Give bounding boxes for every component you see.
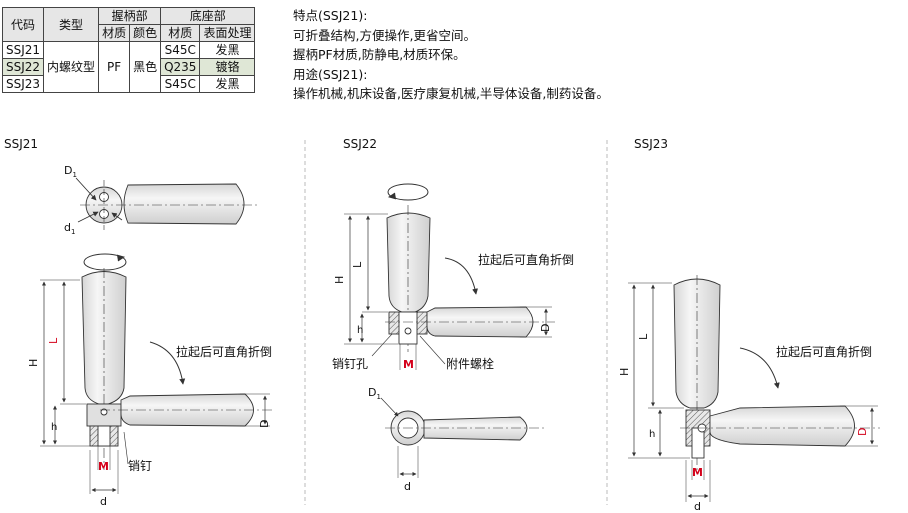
ssj21-raised-grip: [81, 271, 127, 405]
label-D1: D1: [368, 386, 381, 401]
cell-handle-material: PF: [98, 41, 131, 93]
pin-label: 销钉: [128, 459, 152, 473]
feature-line: 握柄PF材质,防静电,材质环保。: [293, 47, 466, 62]
ssj23-drawing: SSJ23 H L h D M d 拉起后可直角折倒: [618, 137, 880, 513]
label-D: D: [856, 428, 869, 436]
fold-note: 拉起后可直角折倒: [176, 344, 272, 359]
ssj22-raised-grip: [386, 212, 431, 313]
ssj21-drawing: SSJ21 D1 d1: [4, 137, 275, 508]
label-D: D: [258, 420, 271, 428]
label-H: H: [333, 276, 346, 284]
label-M: M: [692, 466, 703, 479]
features-text: 特点(SSJ21): 可折叠结构,方便操作,更省空间。 握柄PF材质,防静电,材…: [293, 6, 609, 104]
col-code: 代码: [1, 7, 45, 42]
bolt-label: 附件螺栓: [446, 356, 494, 371]
ssj23-title: SSJ23: [634, 137, 668, 151]
ssj22-drawing: SSJ22 H L h D: [332, 137, 574, 493]
label-d1: d1: [64, 221, 75, 236]
col-handle: 握柄部: [98, 7, 162, 25]
fold-note: 拉起后可直角折倒: [776, 344, 872, 359]
col-base: 底座部: [160, 7, 256, 25]
label-H: H: [618, 368, 631, 376]
fold-note: 拉起后可直角折倒: [478, 252, 574, 267]
label-D: D: [539, 324, 552, 332]
label-M: M: [403, 358, 414, 371]
cell-handle-color: 黑色: [129, 41, 162, 93]
ssj23-folded-grip: [709, 405, 855, 447]
label-D1: D1: [64, 164, 77, 179]
label-d: d: [100, 495, 107, 508]
cell-code: SSJ21: [1, 41, 45, 59]
ssj21-title: SSJ21: [4, 137, 38, 151]
cell-code: SSJ22: [1, 58, 45, 76]
cell-base-material: S45C: [160, 41, 201, 59]
feature-line: 可折叠结构,方便操作,更省空间。: [293, 27, 476, 43]
usage-heading: 用途(SSJ21):: [293, 66, 368, 82]
usage-line: 操作机械,机床设备,医疗康复机械,半导体设备,制药设备。: [293, 86, 609, 101]
cell-surface: 发黑: [199, 75, 256, 93]
label-d: d: [404, 480, 411, 493]
ssj22-title: SSJ22: [343, 137, 377, 151]
cell-base-material: Q235: [160, 58, 201, 76]
label-L: L: [47, 337, 60, 344]
label-h: h: [51, 422, 57, 433]
label-h: h: [649, 429, 655, 440]
cell-base-material: S45C: [160, 75, 201, 93]
label-L: L: [351, 261, 364, 268]
label-L: L: [637, 333, 650, 340]
label-h: h: [357, 325, 363, 336]
ssj22-bottom-grip: [423, 416, 528, 441]
features-heading: 特点(SSJ21):: [293, 8, 368, 23]
ssj21-top-grip: [123, 183, 245, 225]
col-handle-color: 颜色: [129, 24, 162, 42]
label-d: d: [694, 500, 701, 513]
col-handle-material: 材质: [98, 24, 131, 42]
table-row: SSJ23 S45C 发黑: [1, 75, 256, 93]
cell-code: SSJ23: [1, 75, 45, 93]
pin-hole-label: 销钉孔: [332, 357, 368, 371]
table-row: SSJ21 内螺纹型 PF 黑色 S45C 发黑: [1, 41, 256, 93]
spec-table: 代码 类型 握柄部 底座部 材质 颜色 材质 表面处理 SSJ21 内螺纹型 P…: [1, 7, 256, 93]
label-H: H: [27, 359, 40, 367]
label-M: M: [98, 460, 109, 473]
